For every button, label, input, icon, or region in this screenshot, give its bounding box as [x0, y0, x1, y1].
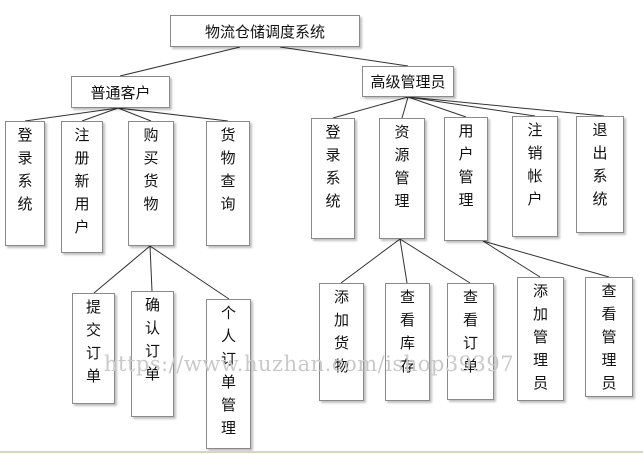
node-view-stock-label: 查看库存 — [399, 288, 415, 375]
node-exit-system: 退出系统 — [576, 116, 624, 233]
node-user-mgmt: 用户管理 — [444, 117, 488, 241]
node-submit-order: 提交订单 — [72, 293, 115, 404]
node-customer-goods-query: 货物查询 — [206, 121, 250, 246]
node-customer-login: 登录系统 — [5, 121, 45, 246]
node-view-admin: 查看管理员 — [585, 277, 633, 397]
node-customer-purchase-label: 购买货物 — [143, 126, 159, 213]
node-view-orders-label: 查看订单 — [462, 288, 478, 375]
node-root-label: 物流仓储调度系统 — [204, 22, 325, 41]
node-admin: 高级管理员 — [362, 66, 454, 97]
node-confirm-order: 确认订单 — [131, 291, 174, 417]
node-add-admin: 添加管理员 — [517, 277, 564, 401]
node-add-goods-label: 添加货物 — [333, 288, 349, 375]
node-customer-register: 注册新用户 — [61, 121, 103, 253]
node-admin-login: 登录系统 — [311, 118, 355, 239]
node-customer: 普通客户 — [71, 76, 170, 108]
node-resource-mgmt-label: 资源管理 — [394, 123, 410, 210]
node-exit-system-label: 退出系统 — [592, 121, 608, 208]
node-customer-goods-query-label: 货物查询 — [220, 126, 236, 213]
node-customer-purchase: 购买货物 — [128, 121, 174, 246]
node-user-mgmt-label: 用户管理 — [458, 122, 474, 209]
node-add-goods: 添加货物 — [319, 283, 364, 401]
node-personal-orders: 个人订单管理 — [206, 299, 251, 449]
node-customer-login-label: 登录系统 — [17, 126, 33, 213]
node-confirm-order-label: 确认订单 — [144, 296, 160, 383]
node-view-stock: 查看库存 — [385, 283, 430, 401]
node-view-admin-label: 查看管理员 — [601, 282, 617, 392]
node-cancel-account-label: 注销帐户 — [527, 121, 543, 208]
node-customer-label: 普通客户 — [90, 83, 151, 102]
node-personal-orders-label: 个人订单管理 — [220, 304, 236, 437]
node-submit-order-label: 提交订单 — [85, 298, 101, 385]
node-resource-mgmt: 资源管理 — [379, 118, 425, 239]
node-root: 物流仓储调度系统 — [170, 15, 360, 47]
node-admin-login-label: 登录系统 — [325, 123, 341, 210]
node-customer-register-label: 注册新用户 — [74, 126, 90, 236]
node-admin-label: 高级管理员 — [370, 73, 446, 91]
node-cancel-account: 注销帐户 — [512, 116, 558, 237]
bottom-rule — [0, 451, 643, 453]
node-add-admin-label: 添加管理员 — [532, 282, 548, 392]
node-view-orders: 查看订单 — [447, 283, 494, 400]
